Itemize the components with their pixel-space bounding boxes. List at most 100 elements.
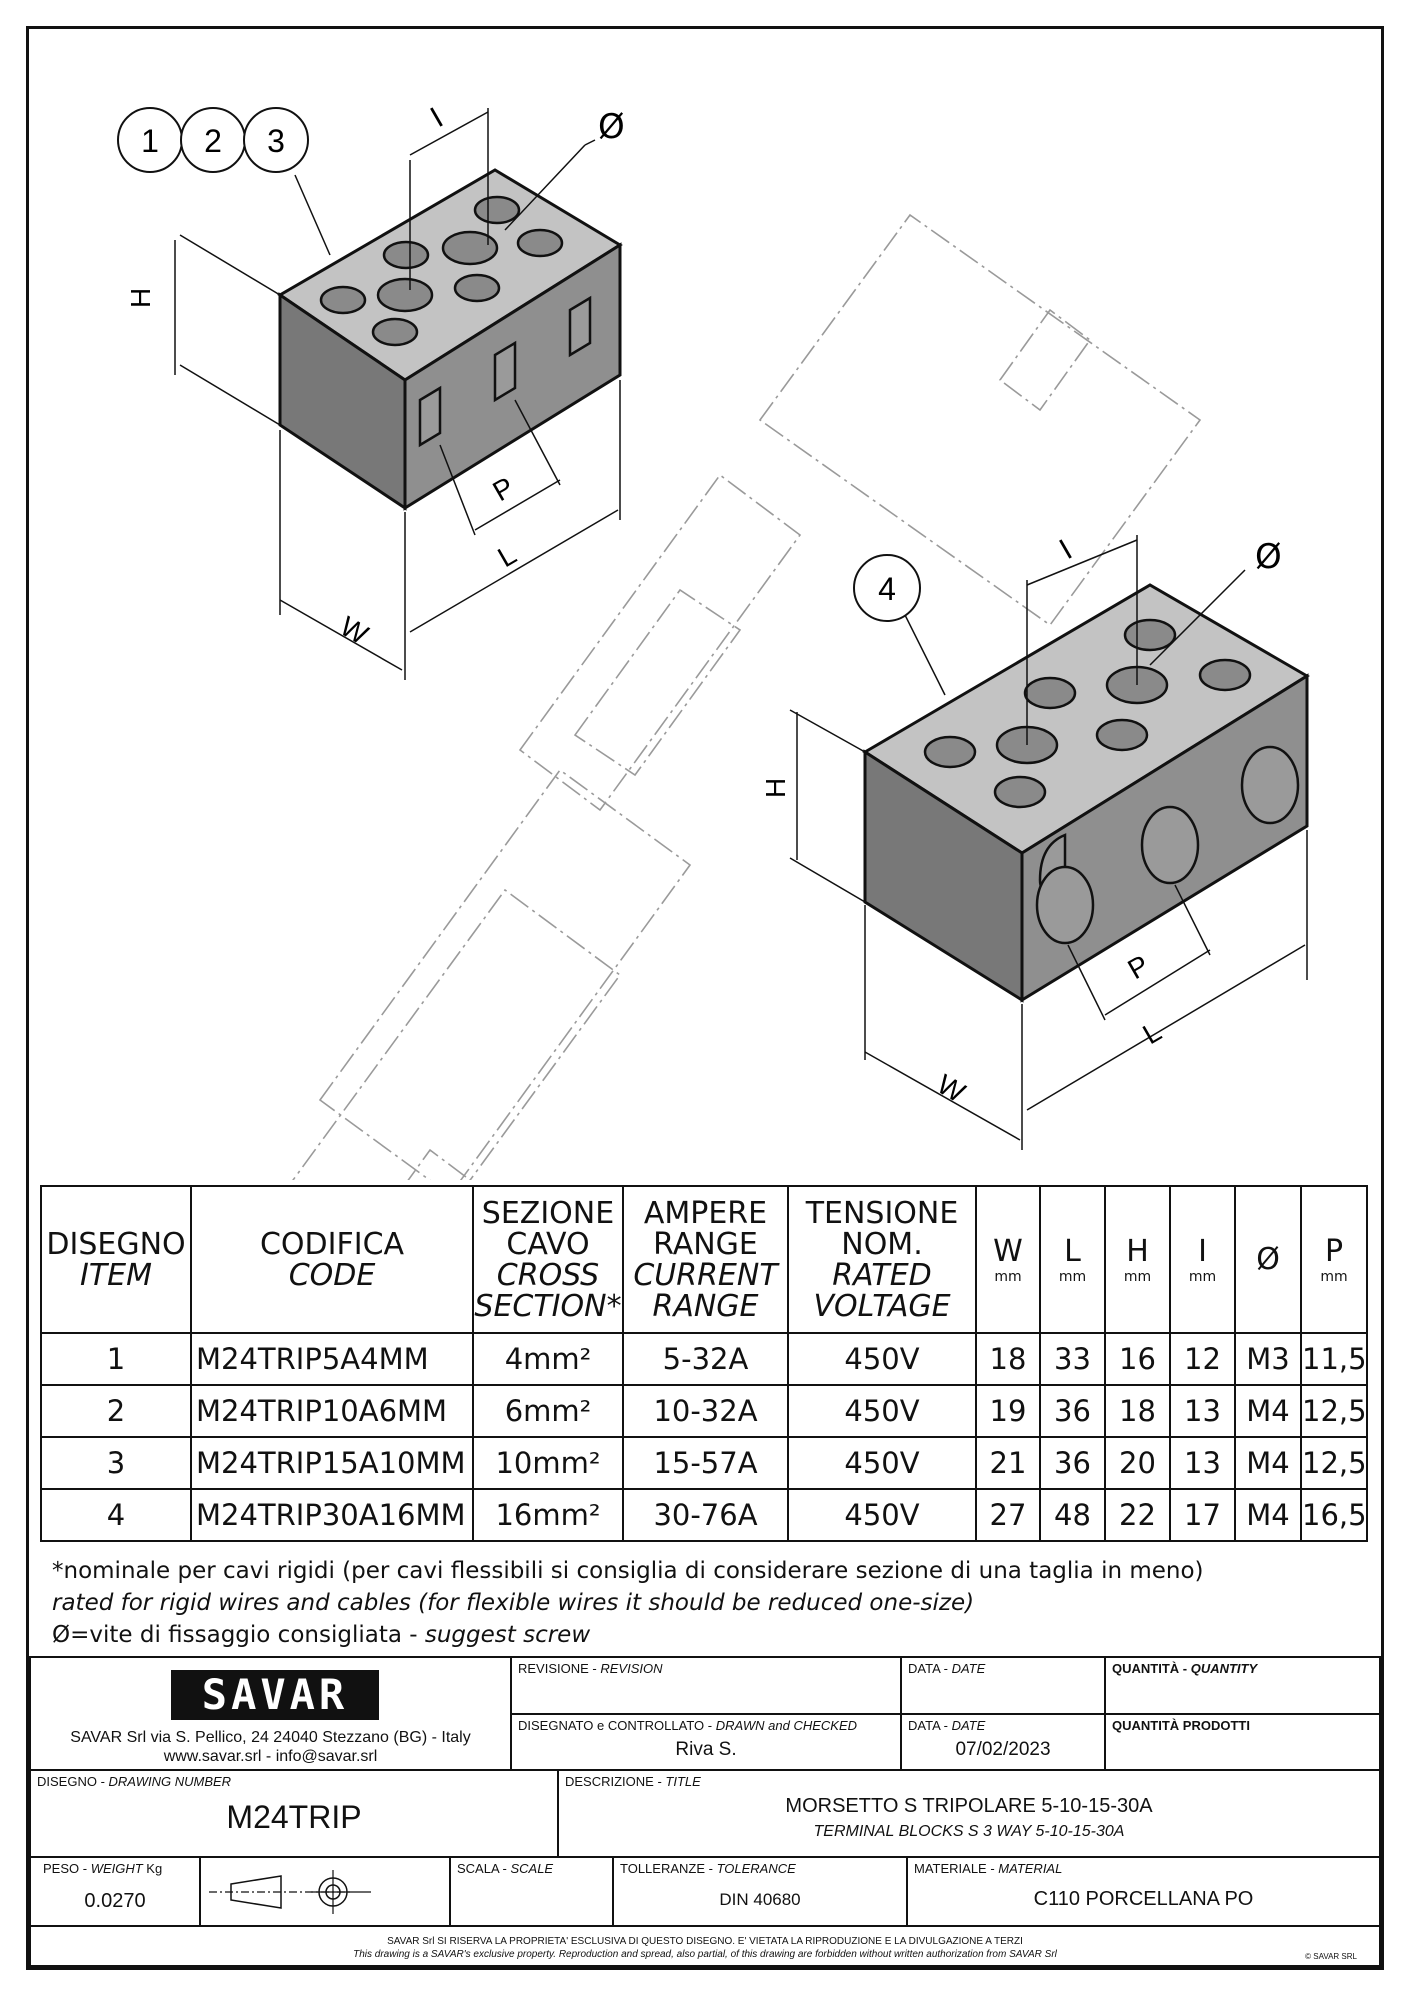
dim-label-p-bottom: P [1123,949,1155,985]
cell-code: M24TRIP30A16MM [190,1488,474,1542]
cell-ampere: 10-32A [622,1384,789,1438]
dim-label-diameter-top: Ø [598,107,625,147]
header-diameter: Ø [1234,1185,1302,1334]
callout-2: 2 [204,123,222,159]
drawing-number-value: M24TRIP [226,1799,362,1835]
savar-logo: SAVAR [171,1670,379,1720]
cell-ampere: 30-76A [622,1488,789,1542]
callout-4: 4 [878,571,896,607]
quantity-products-cell: QUANTITÀ PRODOTTI [1104,1713,1381,1771]
cell-h: 20 [1104,1436,1171,1490]
cell-voltage: 450V [787,1488,977,1542]
material-value: C110 PORCELLANA PO [1033,1888,1254,1910]
revision-date-cell: DATA - DATE [900,1656,1106,1715]
callout-3: 3 [267,123,285,159]
cell-diameter: M4 [1234,1436,1302,1490]
savar-watermark [292,213,1202,1180]
drawing-number-cell: DISEGNO - DRAWING NUMBER M24TRIP [29,1769,559,1858]
quantity-cell: QUANTITÀ - QUANTITY [1104,1656,1381,1715]
cell-item: 3 [40,1436,192,1490]
dim-label-i-top: I [425,101,449,134]
cell-ampere: 5-32A [622,1332,789,1386]
terminal-block-bottom: 4 I Ø H P L W [760,533,1310,1150]
callout-circles-top [117,107,309,173]
note-italian: *nominale per cavi rigidi (per cavi fles… [52,1558,1204,1584]
copyright-text: © SAVAR SRL [1305,1952,1357,1961]
cell-h: 18 [1104,1384,1171,1438]
cell-w: 27 [975,1488,1041,1542]
dim-label-l-bottom: L [1138,1016,1167,1051]
cell-ampere: 15-57A [622,1436,789,1490]
cell-l: 36 [1039,1436,1106,1490]
weight-cell: PESO - WEIGHT Kg 0.0270 [29,1856,201,1927]
footer-cell: SAVAR Srl SI RISERVA LA PROPRIETA' ESCLU… [29,1925,1381,1967]
title-english: TERMINAL BLOCKS S 3 WAY 5-10-15-30A [813,1823,1125,1840]
revision-cell: REVISIONE - REVISION [510,1656,902,1715]
table-row: 4 M24TRIP30A16MM 16mm² 30-76A 450V 27 48… [40,1488,1368,1542]
cell-voltage: 450V [787,1384,977,1438]
terminal-block-top: 1 2 3 I Ø H P L W [117,101,625,680]
cell-h: 22 [1104,1488,1171,1542]
footer-text: SAVAR Srl SI RISERVA LA PROPRIETA' ESCLU… [353,1936,1057,1960]
cell-w: 19 [975,1384,1041,1438]
note-screw: Ø=vite di fissaggio consigliata - sugges… [52,1622,591,1648]
title-cell: DESCRIZIONE - TITLE MORSETTO S TRIPOLARE… [557,1769,1381,1858]
table-row: 1 M24TRIP5A4MM 4mm² 5-32A 450V 18 33 16 … [40,1332,1368,1386]
cell-diameter: M3 [1234,1332,1302,1386]
cell-diameter: M4 [1234,1384,1302,1438]
cell-i: 13 [1169,1384,1236,1438]
dim-label-h-bottom: H [760,778,791,798]
company-address: SAVAR Srl via S. Pellico, 24 24040 Stezz… [70,1729,471,1765]
cell-code: M24TRIP10A6MM [190,1384,474,1438]
cell-w: 21 [975,1436,1041,1490]
cell-l: 33 [1039,1332,1106,1386]
material-cell: MATERIALE - MATERIAL C110 PORCELLANA PO [906,1856,1381,1927]
callout-1: 1 [141,123,159,159]
callout-circle-4 [853,554,921,622]
cell-section: 6mm² [472,1384,624,1438]
cell-w: 18 [975,1332,1041,1386]
cell-h: 16 [1104,1332,1171,1386]
dim-label-p-top: P [488,471,520,507]
dim-label-w-bottom: W [932,1068,971,1108]
cell-i: 17 [1169,1488,1236,1542]
title-block: SAVAR SAVAR Srl via S. Pellico, 24 24040… [29,1656,1381,1967]
drawn-by-cell: DISEGNATO e CONTROLLATO - DRAWN and CHEC… [510,1713,902,1771]
table-row: 3 M24TRIP15A10MM 10mm² 15-57A 450V 21 36… [40,1436,1368,1490]
company-cell: SAVAR SAVAR Srl via S. Pellico, 24 24040… [29,1656,512,1771]
cell-code: M24TRIP5A4MM [190,1332,474,1386]
cell-section: 16mm² [472,1488,624,1542]
cell-section: 4mm² [472,1332,624,1386]
cell-i: 12 [1169,1332,1236,1386]
dim-label-h-top: H [125,288,156,308]
cell-i: 13 [1169,1436,1236,1490]
first-angle-projection-icon [209,1870,371,1914]
cell-l: 48 [1039,1488,1106,1542]
drawn-by-value: Riva S. [675,1739,737,1760]
drawing-date-cell: DATA - DATE 07/02/2023 [900,1713,1106,1771]
tolerance-cell: TOLLERANZE - TOLERANCE DIN 40680 [612,1856,908,1927]
projection-symbol-cell [199,1856,451,1927]
tolerance-value: DIN 40680 [719,1890,801,1909]
dim-label-diameter-bottom: Ø [1255,537,1282,577]
cell-item: 2 [40,1384,192,1438]
title-italian: MORSETTO S TRIPOLARE 5-10-15-30A [785,1795,1153,1817]
scale-cell: SCALA - SCALE [449,1856,614,1927]
cell-l: 36 [1039,1384,1106,1438]
dim-label-w-top: W [335,610,374,650]
cell-voltage: 450V [787,1436,977,1490]
table-notes: *nominale per cavi rigidi (per cavi fles… [52,1555,1352,1651]
cell-section: 10mm² [472,1436,624,1490]
dim-label-l-top: L [493,539,522,574]
